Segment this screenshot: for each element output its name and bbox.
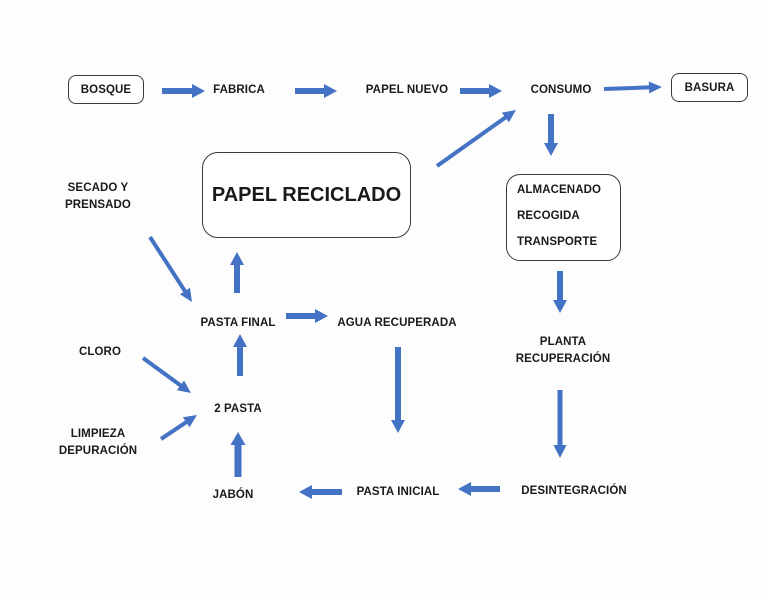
- arrow-secado-pasta-final: [148, 235, 192, 302]
- arrow-pasta-final-agua: [286, 309, 328, 323]
- arrow-pasta-inicial-jabon: [299, 485, 342, 499]
- arrow-bosque-fabrica: [162, 84, 205, 98]
- node-almacenado-recogida-transporte: ALMACENADO RECOGIDA TRANSPORTE: [506, 174, 621, 261]
- node-basura-label: BASURA: [684, 81, 735, 94]
- arrow-planta-desintegracion: [553, 390, 567, 458]
- arrow-consumo-basura: [603, 81, 662, 94]
- arrow-almacenado-planta: [553, 271, 567, 313]
- arrow-papel-nuevo-consumo: [460, 84, 502, 98]
- list-item-almacenado: ALMACENADO: [517, 184, 602, 196]
- node-agua-recuperada: AGUA RECUPERADA: [337, 317, 457, 329]
- node-pasta-inicial: PASTA INICIAL: [356, 486, 440, 498]
- node-bosque: BOSQUE: [68, 75, 144, 104]
- node-basura: BASURA: [671, 73, 748, 102]
- node-fabrica: FABRICA: [213, 84, 265, 96]
- node-planta-line2: RECUPERACIÓN: [515, 353, 611, 365]
- node-secado-line1: SECADO Y: [67, 182, 129, 194]
- node-pasta-final: PASTA FINAL: [200, 317, 276, 329]
- node-papel-reciclado-label: PAPEL RECICLADO: [211, 183, 402, 206]
- arrow-jabon-2-pasta: [230, 432, 246, 477]
- node-desintegracion: DESINTEGRACIÓN: [521, 485, 627, 497]
- arrow-fabrica-papel-nuevo: [295, 84, 337, 98]
- node-bosque-label: BOSQUE: [80, 83, 132, 96]
- arrow-desintegracion-pasta-inicial: [458, 482, 500, 496]
- node-jabon: JABÓN: [212, 489, 254, 501]
- arrow-cloro-2-pasta: [141, 356, 191, 393]
- arrow-consumo-almacenado: [544, 114, 558, 156]
- arrow-agua-pasta-inicial: [391, 347, 405, 433]
- node-limpieza-depuracion: LIMPIEZA DEPURACIÓN: [54, 426, 142, 460]
- arrow-limpieza-2-pasta: [159, 415, 197, 441]
- list-item-transporte: TRANSPORTE: [517, 236, 598, 248]
- node-consumo: CONSUMO: [530, 84, 592, 96]
- node-secado-prensado: SECADO Y PRENSADO: [58, 180, 138, 214]
- arrow-pasta-final-papel-reciclado: [230, 252, 244, 293]
- node-2-pasta: 2 PASTA: [214, 403, 262, 415]
- list-item-recogida: RECOGIDA: [517, 210, 580, 222]
- node-limpieza-line2: DEPURACIÓN: [58, 445, 138, 457]
- node-papel-nuevo: PAPEL NUEVO: [365, 84, 449, 96]
- node-limpieza-line1: LIMPIEZA: [70, 428, 126, 440]
- node-cloro: CLORO: [78, 346, 122, 358]
- arrow-2-pasta-pasta-final: [233, 334, 247, 376]
- node-planta-recuperacion: PLANTA RECUPERACIÓN: [510, 334, 616, 368]
- node-secado-line2: PRENSADO: [65, 199, 131, 211]
- node-planta-line1: PLANTA: [539, 336, 587, 348]
- arrow-papel-reciclado-consumo: [435, 110, 516, 168]
- node-papel-reciclado: PAPEL RECICLADO: [202, 152, 411, 238]
